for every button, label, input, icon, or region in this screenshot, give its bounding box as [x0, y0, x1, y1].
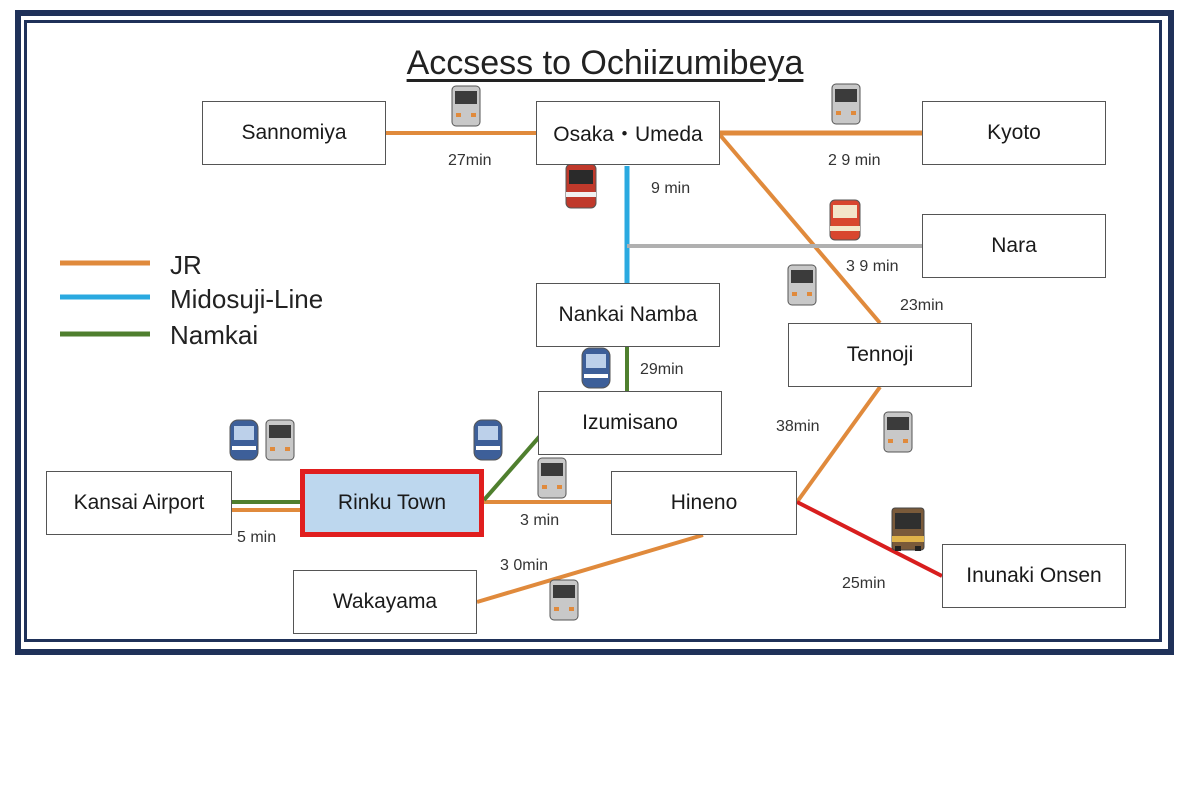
station-inunaki-onsen: Inunaki Onsen — [942, 544, 1126, 608]
duration-sannomiya-umeda: 27min — [448, 152, 492, 169]
station-izumisano: Izumisano — [538, 391, 722, 455]
line-hineno-wakayama — [476, 533, 704, 604]
legend-label-jr: JR — [170, 249, 202, 280]
station-kyoto: Kyoto — [922, 101, 1106, 165]
train-icon-nankai-namba — [581, 347, 611, 389]
train-icon-kintetsu — [829, 199, 861, 241]
duration-hineno-wakayama: 3 0min — [500, 557, 549, 574]
train-icon-nankai-airport — [229, 419, 259, 461]
train-icon-midosuji — [565, 163, 597, 209]
map-title: Accsess to Ochiizumibeya — [406, 44, 804, 82]
station-nara: Nara — [922, 214, 1106, 278]
duration-umeda-nara: 3 9 min — [846, 258, 899, 275]
duration-umeda-tennoji: 23min — [900, 297, 944, 314]
legend-item-nankai: Namkai — [170, 318, 258, 352]
duration-hineno-inunaki: 25min — [842, 575, 886, 592]
station-nankai-namba: Nankai Namba — [536, 283, 720, 347]
legend-label-nankai: Namkai — [170, 319, 259, 350]
train-icon-jr-sannomiya — [451, 85, 481, 127]
station-rinku-town: Rinku Town — [300, 469, 484, 537]
train-icon-jr-tennoji — [787, 264, 817, 306]
train-icon-jr-hineno — [883, 411, 913, 453]
station-kansai-airport: Kansai Airport — [46, 471, 232, 535]
train-icon-nankai-rinku — [473, 419, 503, 461]
line-hineno-inunaki — [796, 500, 943, 578]
train-icon-jr-rinku — [537, 457, 567, 499]
duration-umeda-namba: 9 min — [651, 180, 691, 197]
duration-tennoji-hineno: 38min — [776, 418, 820, 435]
duration-airport-rinku: 5 min — [237, 529, 277, 546]
legend-label-midosuji: Midosuji-Line — [170, 283, 324, 314]
legend-item-jr: JR — [170, 248, 202, 282]
train-icon-jr-airport — [265, 419, 295, 461]
bus-icon — [891, 507, 925, 551]
legend-item-midosuji: Midosuji-Line — [170, 282, 323, 316]
station-sannomiya: Sannomiya — [202, 101, 386, 165]
train-icon-jr-wakayama — [549, 579, 579, 621]
station-tennoji: Tennoji — [788, 323, 972, 387]
station-osaka-umeda: Osaka・Umeda — [536, 101, 720, 165]
train-icon-jr-kyoto — [831, 83, 861, 125]
line-tennoji-hineno — [795, 385, 882, 504]
line-umeda-tennoji — [718, 133, 882, 325]
duration-umeda-kyoto: 2 9 min — [828, 152, 881, 169]
line-izumisano-rinku — [482, 434, 542, 502]
duration-rinku-hineno: 3 min — [520, 512, 560, 529]
station-wakayama: Wakayama — [293, 570, 477, 634]
station-hineno: Hineno — [611, 471, 797, 535]
duration-namba-izumisano: 29min — [640, 361, 684, 378]
